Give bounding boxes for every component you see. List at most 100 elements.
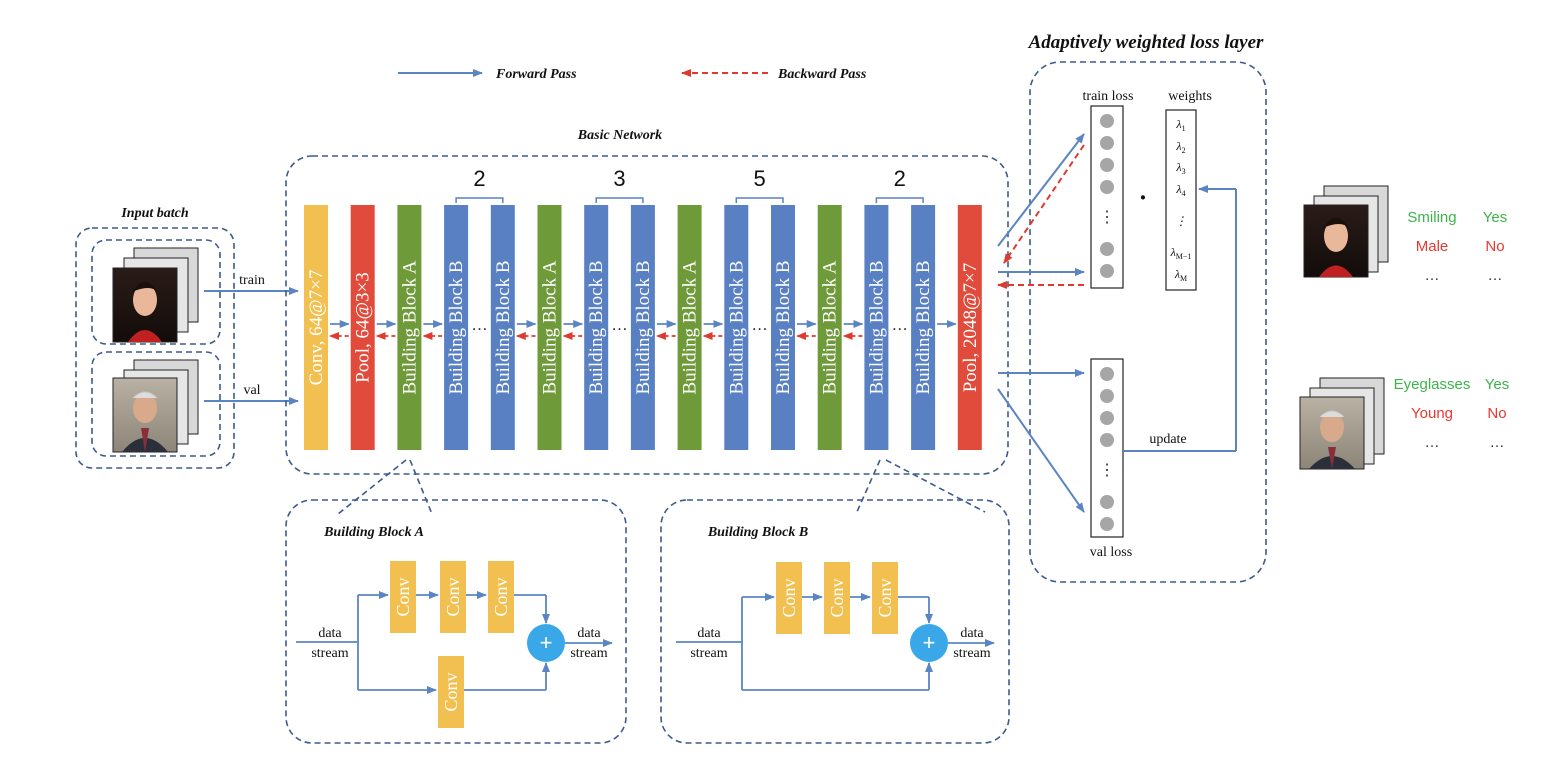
train-loss-dot-6: [1100, 264, 1114, 278]
network-block-label-12: Building Block A: [820, 260, 841, 394]
weights-vector: [1165, 109, 1197, 291]
forward-legend-label: Forward Pass: [495, 67, 577, 82]
val-loss-dot-3: [1100, 411, 1114, 425]
train-loss-dot-4: [1100, 180, 1114, 194]
train-loss-dot-3: [1100, 158, 1114, 172]
val-loss-dot-4: [1100, 433, 1114, 447]
network-block-13: [864, 205, 889, 450]
weight-label-1: λ1: [1175, 117, 1185, 133]
block-a-plus: [527, 624, 565, 662]
val-batch-box: [91, 351, 221, 457]
block-a-conv-2: [440, 561, 466, 633]
block-b-conv-3: [872, 562, 898, 634]
output-bottom-value-3: …: [1490, 434, 1505, 451]
block-b-in-stream-label: stream: [690, 646, 727, 661]
network-block-label-6: Building Block A: [540, 260, 561, 394]
ellipsis-12: …: [892, 317, 908, 334]
train-loss-ellipsis: ⋮: [1099, 209, 1115, 226]
train-loss-label: train loss: [1083, 89, 1134, 104]
output-top-value-1: Yes: [1483, 209, 1507, 226]
repeat-bracket-1: [455, 197, 504, 203]
block-b-conv-1: [776, 562, 802, 634]
weight-label-7: λM: [1174, 267, 1187, 283]
network-block-4: [444, 205, 469, 450]
network-block-3: [397, 205, 422, 450]
train-image-stack: [112, 247, 199, 343]
output-bottom-value-2: No: [1487, 405, 1506, 422]
block-a-plus-symbol: +: [540, 630, 553, 655]
backward-legend-label: Backward Pass: [777, 67, 867, 82]
val-image-stack: [112, 359, 199, 453]
input-batch-box: [75, 227, 235, 469]
train-loss-vector: [1090, 105, 1124, 289]
block-a-conv-1-label: Conv: [393, 577, 413, 616]
output-bottom-value-1: Yes: [1485, 376, 1509, 393]
basic-network-title: Basic Network: [577, 128, 662, 143]
weights-label: weights: [1168, 89, 1212, 104]
weight-label-3: λ3: [1175, 160, 1185, 176]
repeat-bracket-2: [595, 197, 644, 203]
block-a-conv-2-label: Conv: [443, 577, 463, 616]
block-b-conv-2-label: Conv: [827, 578, 847, 617]
train-loss-dot-1: [1100, 114, 1114, 128]
network-block-2: [350, 205, 375, 450]
block-a-shortcut-conv: [438, 656, 464, 728]
val-loss-dot-1: [1100, 367, 1114, 381]
dot-product-symbol: ·: [1139, 183, 1148, 212]
network-block-10: [724, 205, 749, 450]
weight-label-2: λ2: [1175, 139, 1185, 155]
block-a-conv-3-label: Conv: [491, 577, 511, 616]
input-batch-title: Input batch: [120, 206, 189, 221]
output-image-stack-top: [1303, 185, 1389, 278]
block-b-in-data-label: data: [697, 626, 721, 641]
val-loss-dot-6: [1100, 517, 1114, 531]
weight-label-4: λ4: [1175, 182, 1185, 198]
block-b-conv-3-label: Conv: [875, 578, 895, 617]
forward-arrow-to-val-bottom: [997, 388, 1085, 513]
network-block-11: [771, 205, 795, 450]
block-a-callout-line-right: [409, 459, 433, 515]
train-batch-box: [91, 239, 221, 345]
train-label: train: [239, 273, 265, 288]
forward-arrow-to-train-top: [997, 133, 1085, 247]
network-block-1: [304, 205, 328, 450]
network-block-label-10: Building Block B: [726, 260, 747, 394]
block-b-plus: [910, 624, 948, 662]
block-a-detail-title: Building Block A: [323, 525, 424, 540]
block-b-detail-box: [660, 499, 1010, 744]
network-block-label-15: Pool, 2048@7×7: [960, 263, 981, 393]
block-a-conv-3: [488, 561, 514, 633]
val-label: val: [243, 383, 260, 398]
network-block-label-2: Pool, 64@3×3: [353, 272, 374, 383]
network-block-label-3: Building Block A: [399, 260, 420, 394]
output-top-value-3: …: [1488, 267, 1503, 284]
network-block-label-14: Building Block B: [913, 260, 934, 394]
block-a-in-data-label: data: [318, 626, 342, 641]
network-block-5: [490, 205, 515, 450]
block-a-callout-line-left: [337, 459, 407, 515]
repeat-count-1: 2: [473, 166, 485, 191]
repeat-count-3: 5: [754, 166, 766, 191]
repeat-count-2: 3: [613, 166, 625, 191]
block-b-detail-title: Building Block B: [707, 525, 808, 540]
ellipsis-6: …: [612, 317, 628, 334]
train-loss-dot-5: [1100, 242, 1114, 256]
network-block-label-11: Building Block B: [773, 260, 794, 394]
output-bottom-attr-1: Eyeglasses: [1394, 376, 1471, 393]
network-block-label-13: Building Block B: [866, 260, 887, 394]
val-loss-dot-5: [1100, 495, 1114, 509]
network-block-label-8: Building Block B: [633, 260, 654, 394]
network-block-15: [957, 205, 982, 450]
backward-arrow-from-train-top: [1003, 144, 1085, 264]
output-top-attr-1: Smiling: [1407, 209, 1456, 226]
block-a-conv-1: [390, 561, 416, 633]
output-top-attr-3: …: [1425, 267, 1440, 284]
block-a-detail-box: [285, 499, 627, 744]
val-loss-ellipsis: ⋮: [1099, 462, 1115, 479]
val-loss-vector: [1090, 358, 1124, 538]
